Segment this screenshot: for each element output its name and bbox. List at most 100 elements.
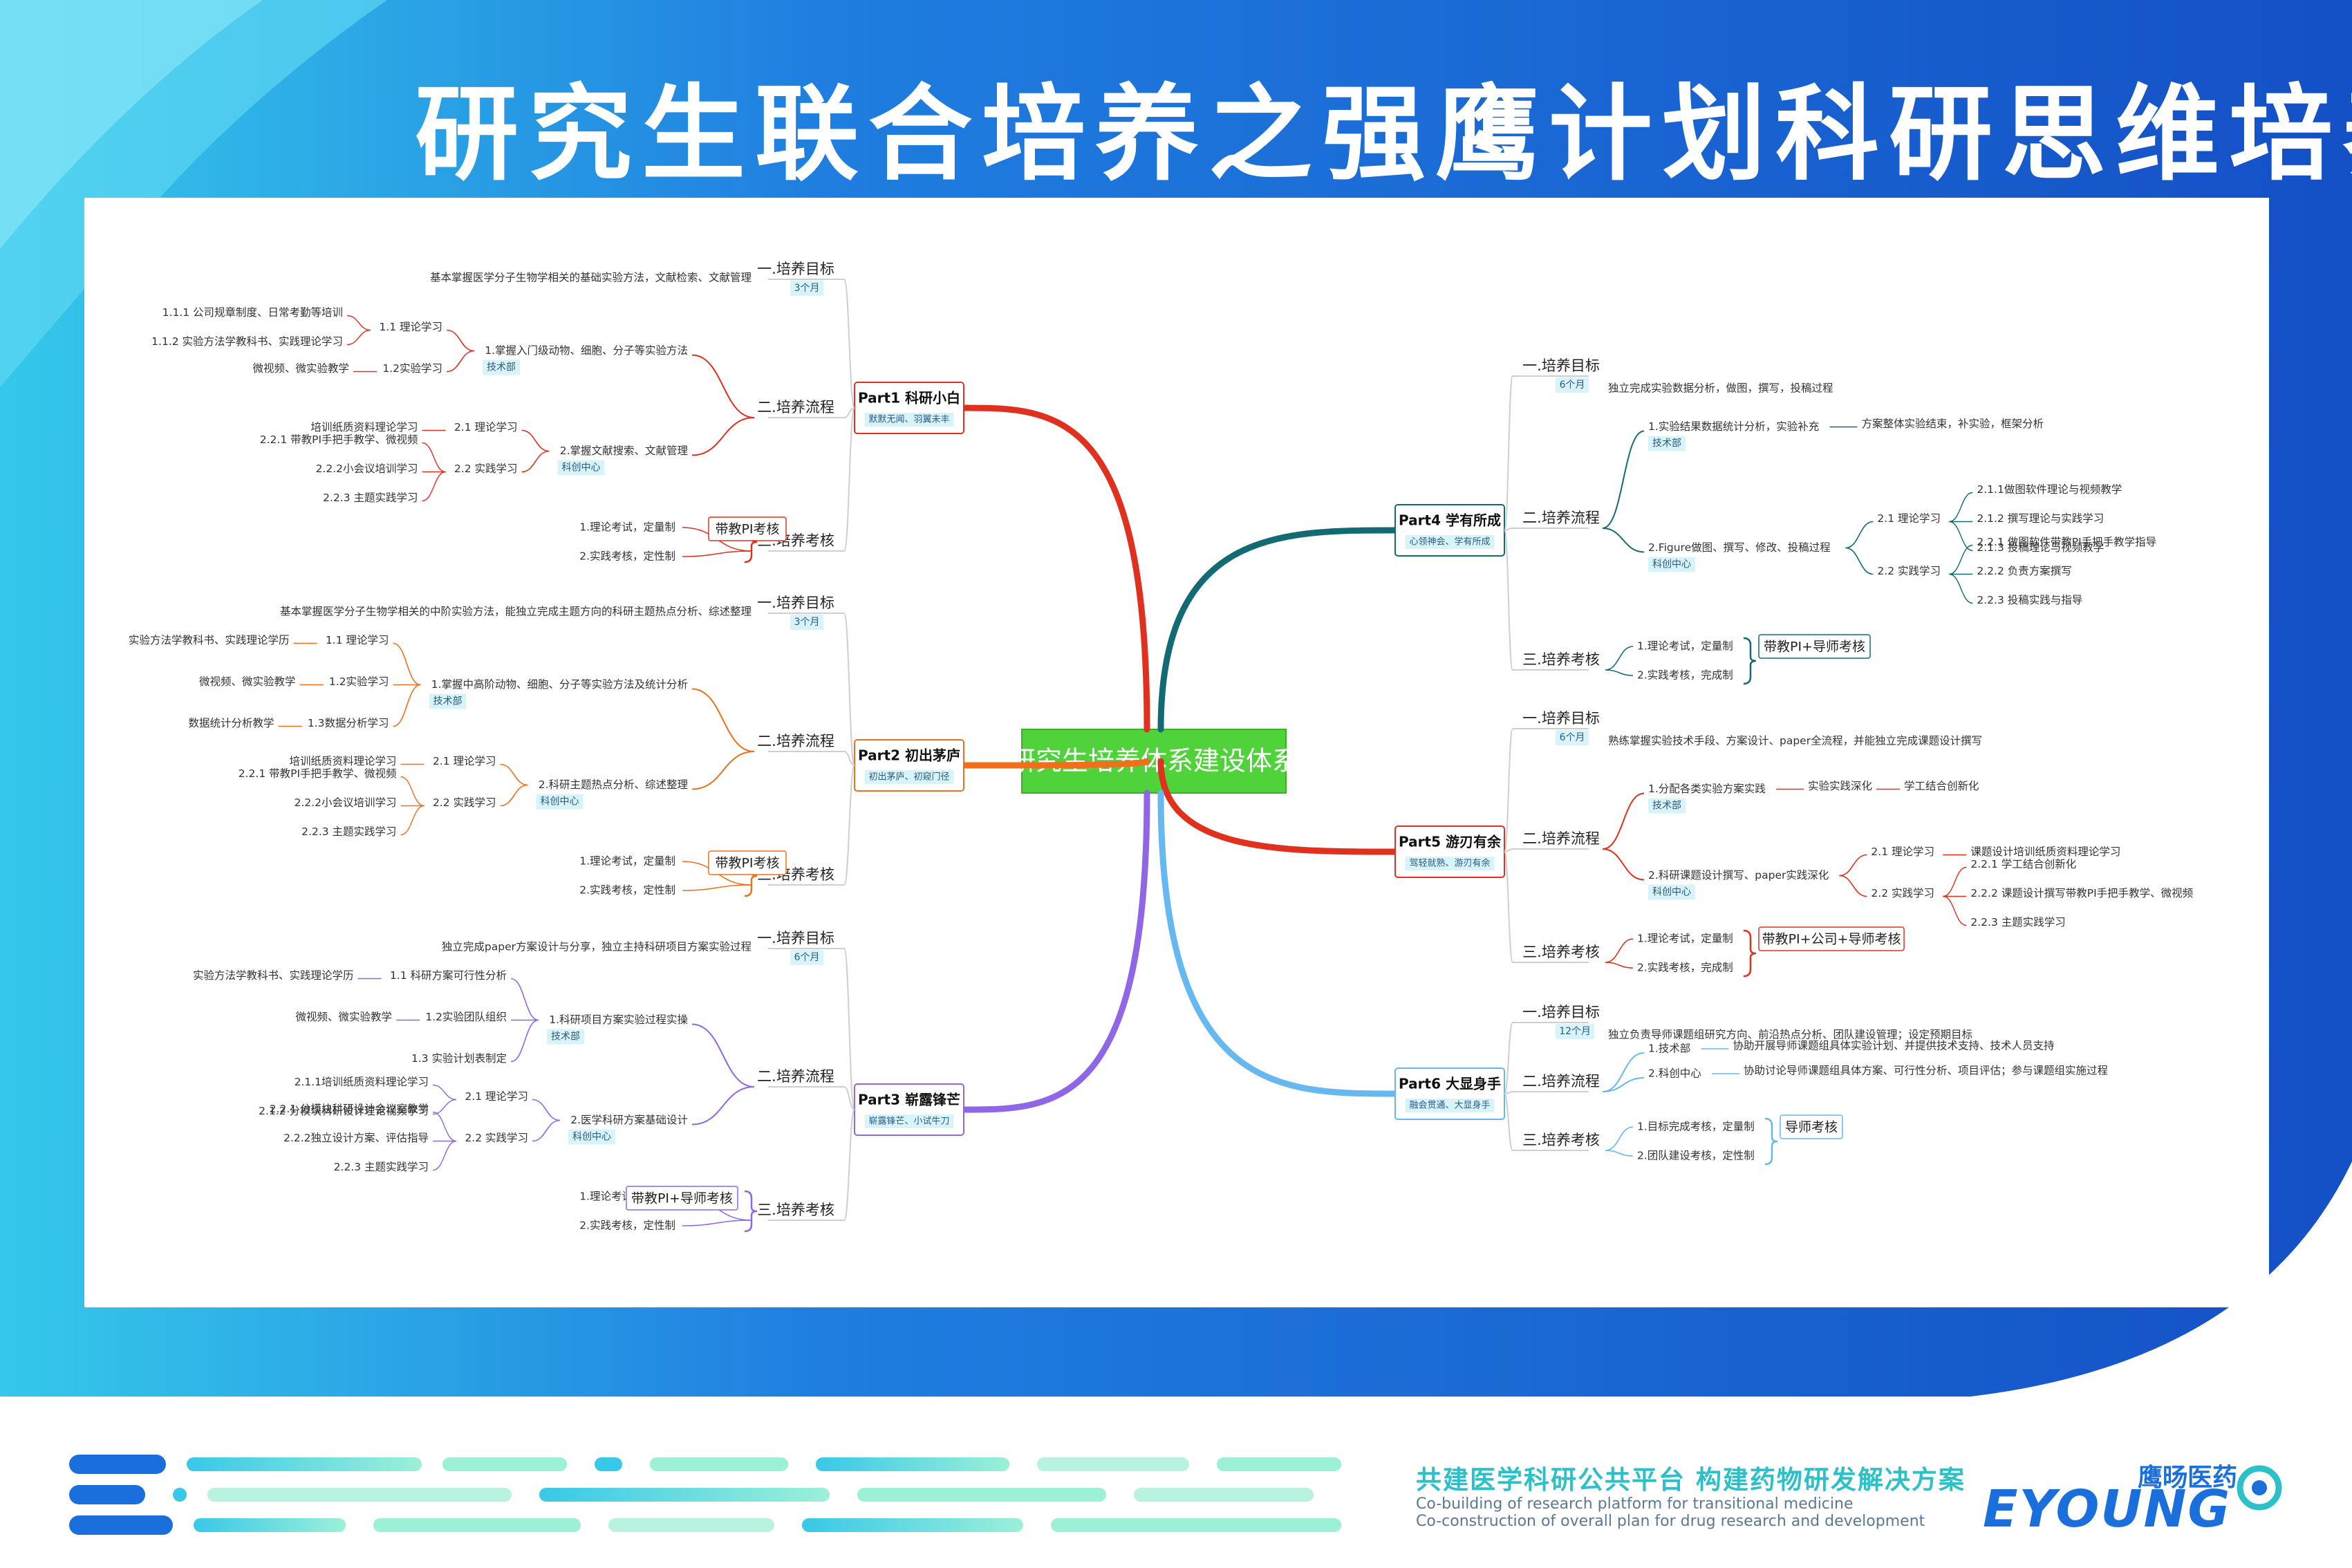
sections: 一.培养目标二.培养流程三.培养考核6个月熟练掌握实验技术手段、方案设计、pap…	[1504, 710, 1982, 963]
logo-text-en: EYOUNG	[1983, 1480, 2232, 1539]
flow-leaf-text: 实验方法学教科书、实践理论学历	[129, 634, 290, 646]
assessment-badge	[626, 1186, 738, 1211]
section-connector	[843, 407, 855, 552]
flow-sub-connector	[521, 450, 550, 473]
tag-badge	[547, 1029, 585, 1045]
flow-group: 1.技术部协助开展导师课题组具体实验计划、并提供技术支持、技术人员支持	[1602, 1040, 2054, 1092]
section-connector	[1504, 848, 1513, 852]
footer-decoration	[69, 1455, 1341, 1535]
section-connector	[843, 613, 855, 766]
flow-sub-connector	[1845, 521, 1874, 549]
flow-leaf-text: 2.2.1 带教PI手把手教学、微视频	[260, 433, 418, 446]
flow-leaf-text: 1.1.2 实验方法学教科书、实践理论学习	[151, 335, 343, 348]
flow-group: 1.分配各类实验方案实践技术部实验实践深化学工结合创新化	[1602, 780, 1979, 850]
flow-leaf-connector	[1949, 521, 1973, 552]
tag-badge	[1556, 730, 1589, 745]
tag-badge	[1556, 1024, 1595, 1039]
assessment-item: 2.实践考核，定性制	[579, 550, 675, 563]
flow-group-connector	[1602, 1052, 1645, 1092]
flow-group-text: 2.科研课题设计撰写、paper实践深化	[1648, 869, 1829, 881]
tag-label: 6个月	[794, 952, 820, 963]
flow-sub-text: 1.2实验学习	[382, 362, 442, 375]
section-connector	[843, 751, 855, 766]
flow-group-connector	[691, 751, 755, 790]
flow-group-text: 1.掌握中高阶动物、细胞、分子等实验方法及统计分析	[431, 678, 688, 691]
flow-sub-text: 2.1 理论学习	[1877, 512, 1941, 525]
goal-label: 一.培养目标	[757, 261, 834, 277]
assessment-badge-label: 带教PI+导师考核	[1764, 640, 1865, 655]
tag-label: 3个月	[794, 617, 820, 628]
part-node-title: Part3 崭露锋芒	[858, 1092, 960, 1108]
flow-leaf-text: 2.2.2 负责方案撰写	[1977, 565, 2071, 577]
flow-leaf-text: 2.2.2 课题设计撰写带教PI手把手教学、微视频	[1970, 887, 2193, 899]
flow-group-connector	[691, 417, 755, 456]
goal-text: 独立完成paper方案设计与分享，独立主持科研项目方案实验过程	[442, 941, 752, 953]
section-connector	[1504, 851, 1513, 963]
part-branch-3: Part3 崭露锋芒崭露锋芒、小试牛刀一.培养目标二.培养流程三.培养考核6个月…	[193, 790, 1150, 1233]
flow-leaf-text: 2.1.1培训纸质资料理论学习	[295, 1076, 429, 1088]
flow-sub-connector	[521, 429, 550, 452]
flow-label: 二.培养流程	[757, 1068, 834, 1085]
part-branch-2: Part2 初出茅庐初出茅庐、初窥门径一.培养目标二.培养流程三.培养考核3个月…	[129, 595, 1150, 897]
flow-leaf-text: 2.2.1 学工结合创新化	[1970, 858, 2076, 870]
section-connector	[1504, 375, 1513, 531]
flow-leaf-text: 2.2.1 分模块科研设计会议室教学	[270, 1103, 429, 1115]
assessment-item: 1.理论考试，定量制	[579, 521, 675, 534]
footer-slogan-en-2: Co-construction of overall plan for drug…	[1416, 1513, 1925, 1530]
flow-group-text: 1.技术部	[1648, 1043, 1690, 1055]
goal-label: 一.培养目标	[1522, 357, 1600, 374]
assessment-item: 2.实践考核，完成制	[1637, 669, 1733, 682]
tag-label: 技术部	[1652, 438, 1681, 449]
brace	[744, 1190, 758, 1233]
flow-leaf-text: 2.2.1 做图软件带教PI手把手教学指导	[1977, 536, 2156, 548]
part-connector	[1157, 790, 1399, 1097]
flow-leaf-connector	[400, 805, 424, 836]
tag-label: 技术部	[1652, 801, 1681, 812]
section-connector	[843, 948, 855, 1110]
goal-text: 基本掌握医学分子生物学相关的中阶实验方法，能独立完成主题方向的科研主题热点分析、…	[280, 606, 752, 618]
flow-leaf-connector	[422, 442, 446, 473]
assessment-connector	[1605, 1150, 1634, 1157]
flow-leaf-text: 2.1.1做图软件理论与视频教学	[1977, 483, 2122, 496]
flow-sub-text: 2.1 理论学习	[454, 421, 518, 433]
goal-label: 一.培养目标	[1522, 710, 1600, 727]
assessment-item: 2.实践考核，完成制	[1637, 962, 1733, 974]
flow-sub-text: 2.2 实践学习	[1871, 887, 1934, 899]
assessment-item: 1.理论考试，定量制	[579, 855, 675, 868]
goal-text: 独立负责导师课题组研究方向、前沿热点分析、团队建设管理；设定预期目标	[1608, 1029, 1972, 1041]
flow-leaf-text: 2.2.3 主题实践学习	[334, 1161, 429, 1173]
flow-sub-text: 1.2实验学习	[329, 675, 389, 688]
flow-group-text: 1.分配各类实验方案实践	[1648, 783, 1766, 795]
tag-badge	[1648, 557, 1695, 572]
flow-leaf-text: 数据统计分析教学	[189, 717, 274, 729]
flow-sub-text: 1.1 理论学习	[326, 634, 389, 646]
part-branch-4: Part4 学有所成心领神会、学有所成一.培养目标二.培养流程三.培养考核6个月…	[1157, 357, 2156, 733]
part-connector	[1157, 527, 1399, 733]
flow-leaf-text: 2.1.2 分模块科研设计理论视频学习	[259, 1105, 429, 1117]
page-title: 研究生联合培养之强鹰计划科研思维培养	[415, 75, 2352, 195]
part-node-title: Part1 科研小白	[858, 390, 960, 407]
goal-text: 独立完成实验数据分析，做图，撰写，投稿过程	[1608, 382, 1833, 395]
flow-sub-text: 协助讨论导师课题组具体方案、可行性分析、项目评估；参与课题组实施过程	[1744, 1065, 2108, 1077]
flow-sub-text: 2.1 理论学习	[433, 755, 496, 767]
tag-label: 科创中心	[572, 1132, 611, 1143]
root-node-label: 研究生培养体系建设体系	[1009, 746, 1298, 776]
brace	[1764, 1117, 1778, 1166]
assessment-connector	[1605, 962, 1634, 969]
flow-sub-connector	[510, 978, 539, 1021]
flow-leaf-text: 微视频、微实验教学	[296, 1011, 393, 1023]
assessment-badge-label: 带教PI考核	[715, 522, 779, 537]
flow-sub-text: 方案整体实验结束，补实验，框架分析	[1861, 418, 2044, 430]
assessment-label: 三.培养考核	[1522, 1132, 1600, 1148]
assessment-badge	[1780, 1114, 1843, 1139]
part-node-subtitle-bg	[1405, 1099, 1495, 1112]
assessment-connector	[682, 884, 752, 891]
tag-badge	[790, 281, 824, 296]
section-connector	[843, 1109, 855, 1221]
assessment-item: 2.实践考核，定性制	[579, 1220, 675, 1232]
flow-leaf-connector	[432, 1140, 457, 1171]
flow-leaf-connector	[422, 471, 446, 502]
